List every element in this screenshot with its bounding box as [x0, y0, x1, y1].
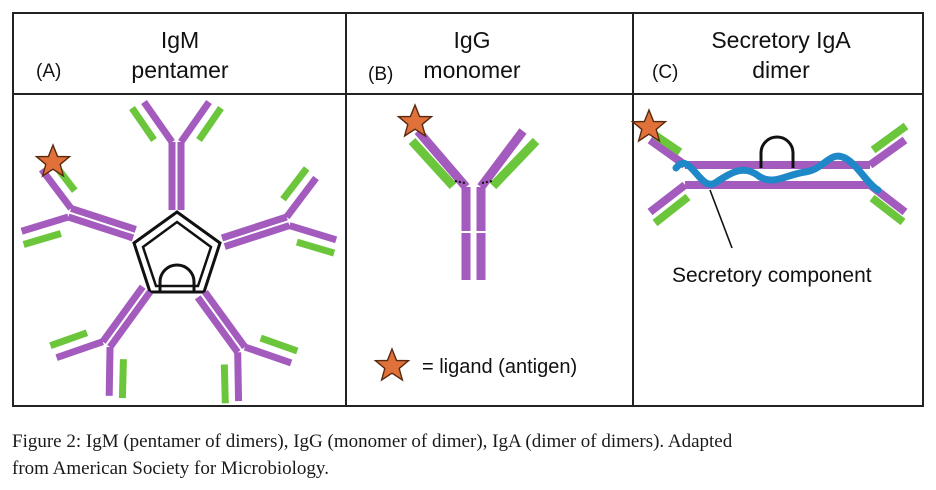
panel-c-title-line1: Secretory IgA: [711, 27, 851, 53]
iga-right-arm-top: [867, 136, 908, 169]
igg-light-chain-left: [408, 137, 457, 190]
igm-arm-lower-left: [47, 263, 182, 403]
igm-j-chain: [158, 263, 196, 292]
star-icon: [397, 104, 433, 137]
panel-a-letter: (A): [36, 61, 61, 82]
igg-disulfide-left: [454, 180, 466, 184]
secretory-label: Secretory component: [672, 264, 872, 287]
iga-left-light-bottom: [652, 193, 691, 227]
igm-arm-upper-left: [18, 158, 148, 276]
legend-text: = ligand (antigen): [422, 356, 577, 378]
caption-line1: Figure 2: IgM (pentamer of dimers), IgG …: [12, 431, 733, 452]
igm-pentagon-inner: [141, 220, 213, 288]
igm-arm-lower-right: [165, 268, 300, 408]
igg-light-chain-right: [489, 137, 540, 190]
secretory-component: [672, 152, 882, 194]
panel-c-letter: (C): [652, 62, 678, 83]
iga-dimer: Secretory component: [631, 109, 909, 287]
panel-a-title-line1: IgM: [161, 27, 199, 53]
iga-j-chain: [759, 135, 795, 168]
caption-line2: from American Society for Microbiology.: [12, 458, 329, 479]
panel-a-title-line2: pentamer: [131, 57, 229, 83]
igm-arm-upper-right: [210, 167, 340, 285]
iga-left-arm-bottom: [647, 181, 688, 216]
figure-caption: Figure 2: IgM (pentamer of dimers), IgG …: [12, 428, 924, 482]
igg-disulfide-right: [481, 180, 493, 184]
panel-b-title-line1: IgG: [453, 27, 490, 53]
secretory-pointer: [709, 189, 733, 249]
igm-arm-top: [132, 102, 221, 210]
igg-heavy-arm-right: [477, 128, 527, 190]
igm-pentagon-outer: [132, 210, 222, 294]
figure-frame: [12, 12, 924, 407]
iga-right-light-bottom: [869, 194, 906, 226]
iga-right-light-top: [870, 122, 909, 154]
panel-b-letter: (B): [368, 64, 393, 85]
panel-c-title-line2: dimer: [752, 57, 810, 83]
antibody-diagram: (A) IgM pentamer (B) IgG monomer (C) Sec…: [12, 12, 924, 420]
igg-monomer: [397, 104, 540, 280]
igm-pentamer: [18, 102, 340, 408]
star-icon: [374, 348, 410, 381]
igg-heavy-arm-left: [414, 128, 470, 190]
panel-b-title-line2: monomer: [423, 57, 520, 83]
